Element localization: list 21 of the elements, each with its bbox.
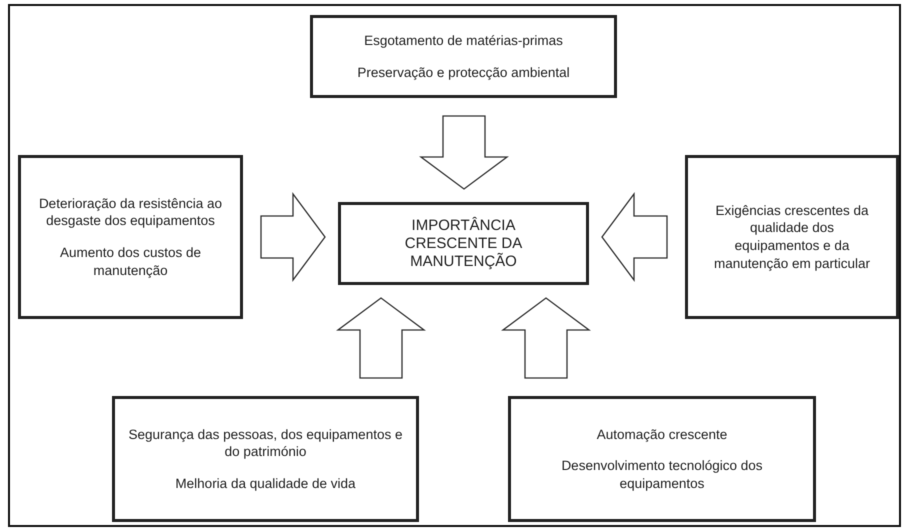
block-arrow	[336, 297, 426, 379]
text-box	[310, 15, 617, 98]
text-box	[18, 155, 243, 319]
block-arrow	[260, 192, 326, 282]
factor-text: Deterioração da resistência ao desgaste dos equipamentos	[38, 194, 224, 230]
block-arrow	[419, 115, 509, 190]
text-box	[685, 155, 899, 319]
factor-text: Desenvolvimento tecnológico dos equipamentos	[561, 457, 763, 492]
factor-text: Aumento dos custos de manutenção	[58, 244, 202, 280]
text-box	[338, 202, 589, 285]
factor-text: Melhoria da qualidade de vida	[175, 474, 356, 492]
block-arrow	[601, 192, 668, 282]
title-text: IMPORTÂNCIA CRESCENTE DA MANUTENÇÃO	[404, 216, 524, 270]
factor-text: Segurança das pessoas, dos equipamentos e do património	[128, 426, 404, 461]
text-box	[112, 396, 419, 522]
factor-text: Esgotamento de matérias-primas	[364, 32, 563, 50]
factor-text: Automação crescente	[596, 426, 728, 444]
factor-text: Exigências crescentes da qualidade dos equipamentos e da manutenção em particular	[712, 202, 872, 272]
factor-text: Preservação e protecção ambiental	[357, 64, 570, 82]
block-arrow	[501, 297, 591, 379]
text-box	[508, 396, 816, 522]
